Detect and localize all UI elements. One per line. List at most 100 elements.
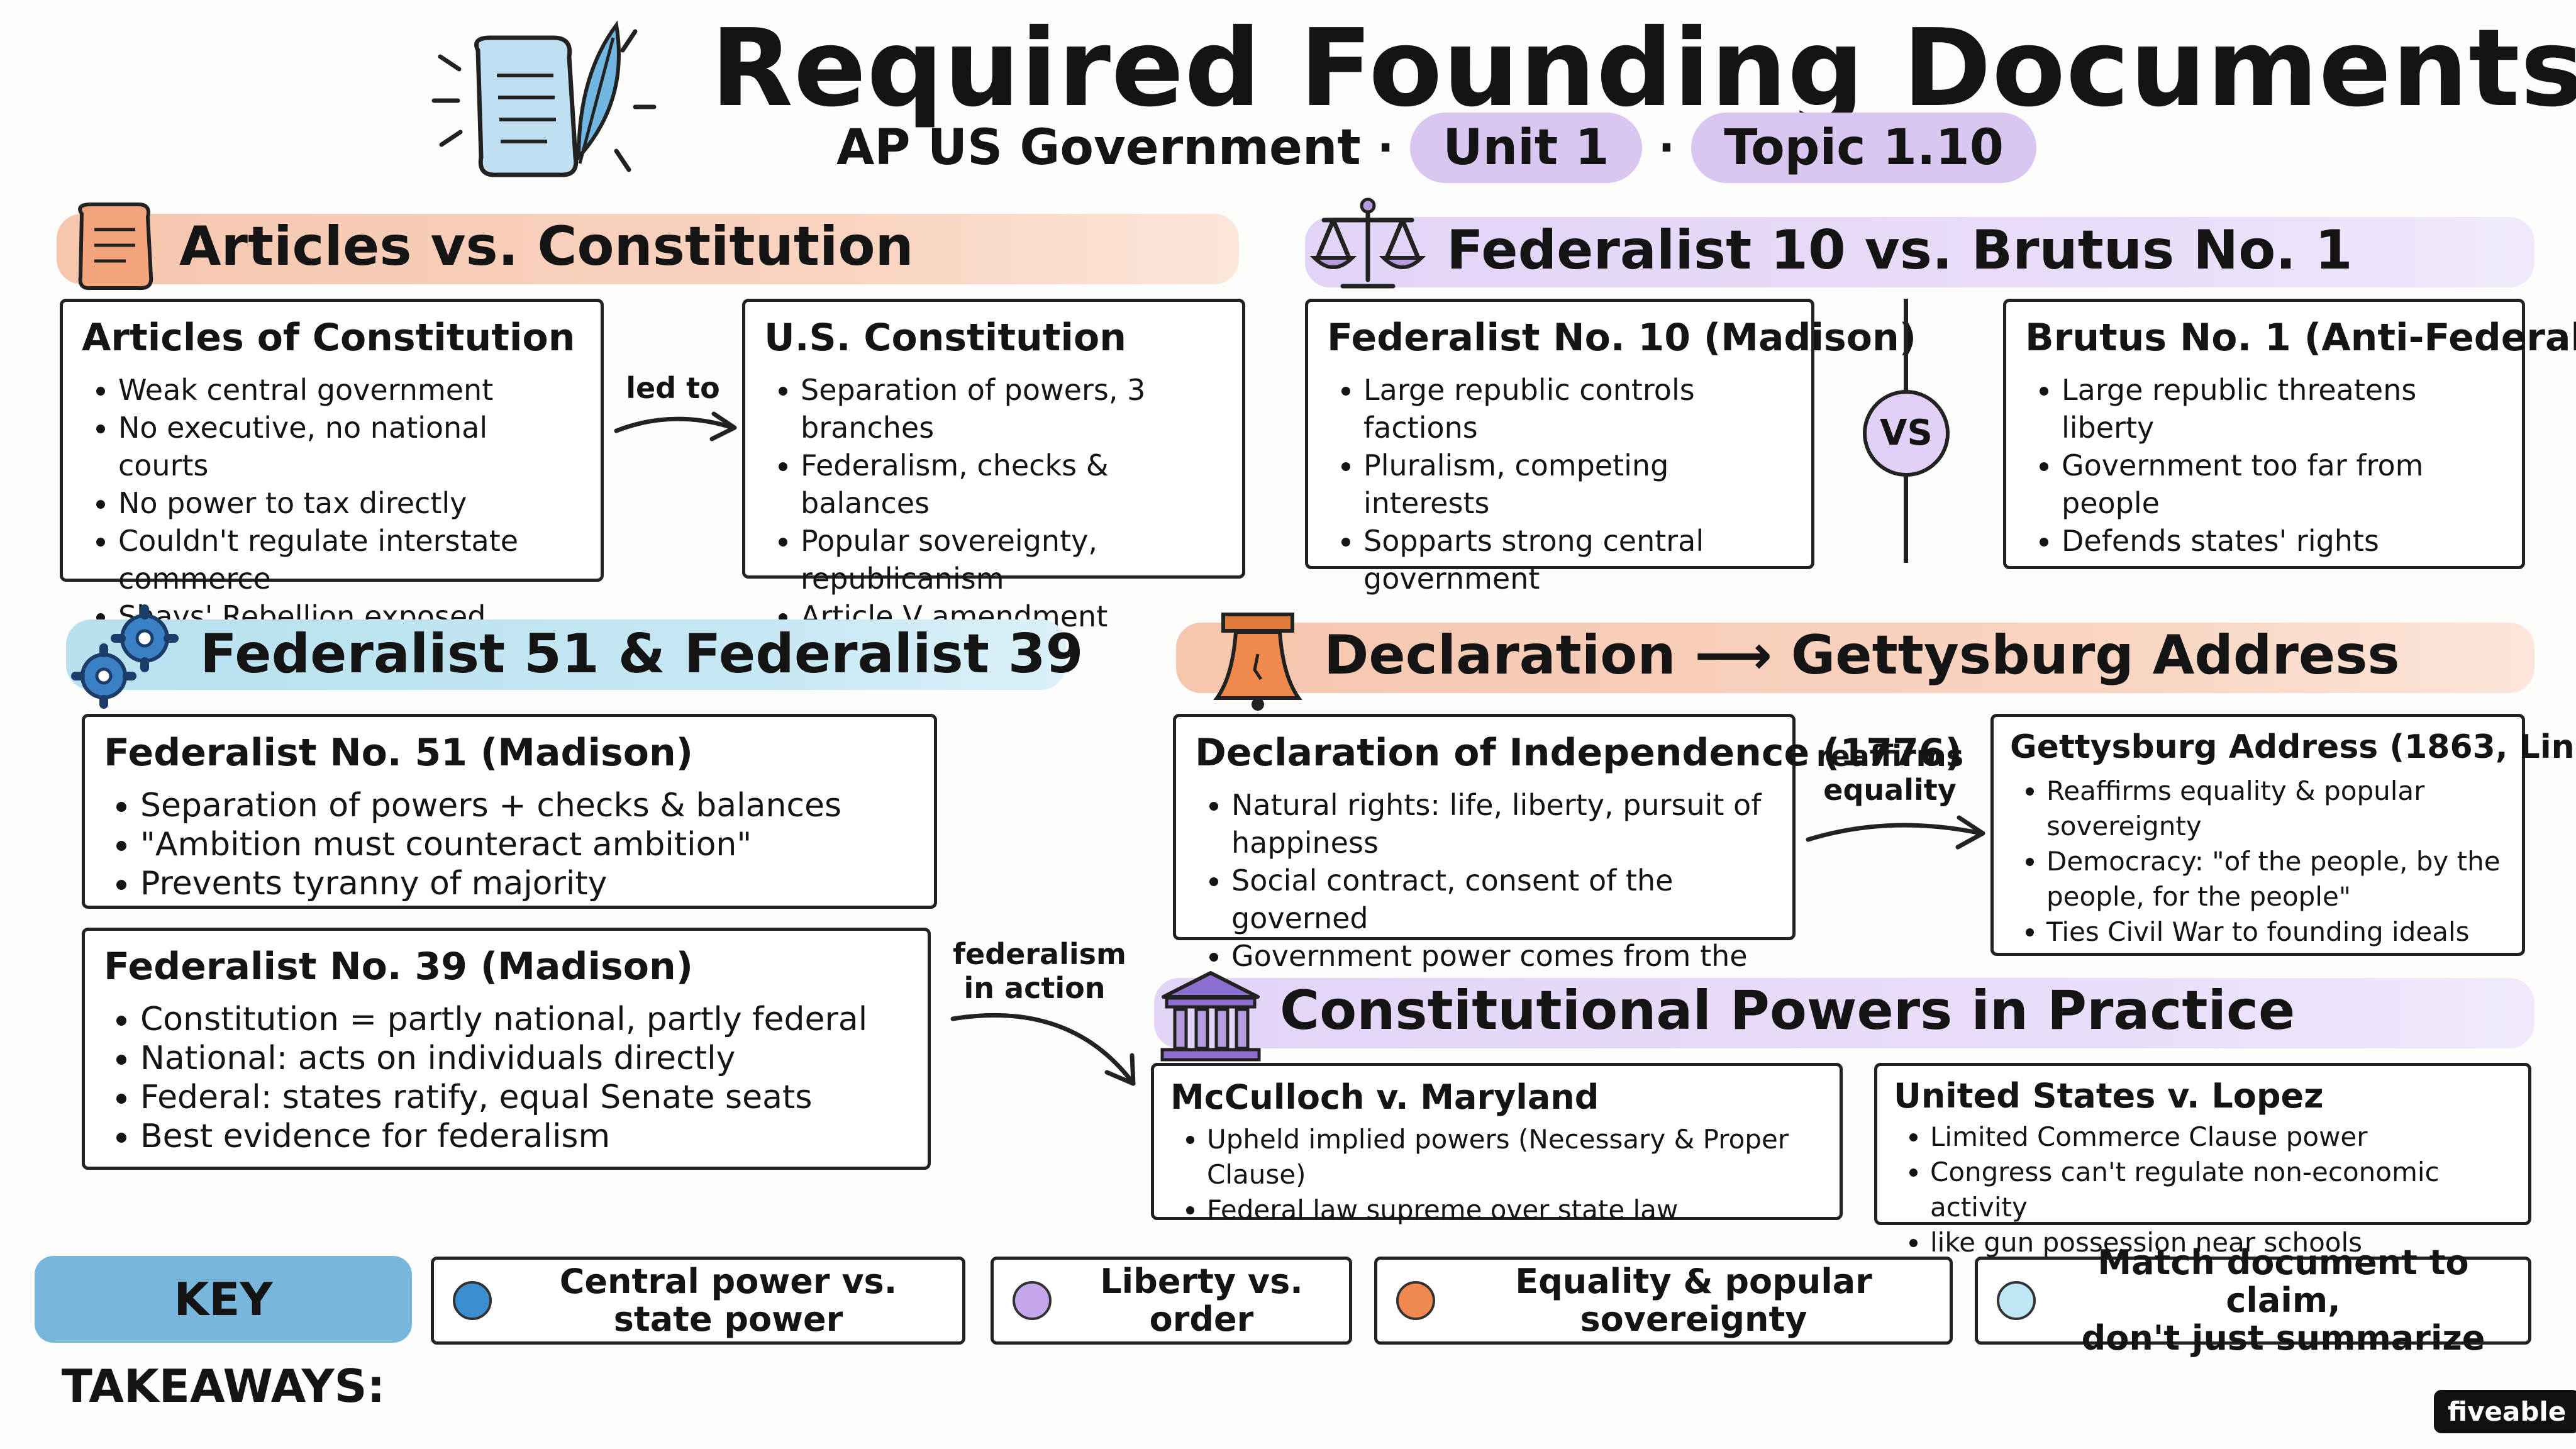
unit-badge: Unit 1: [1410, 113, 1642, 183]
list-item: Natural rights: life, liberty, pursuit o…: [1231, 786, 1774, 862]
lopez-title: United States v. Lopez: [1894, 1076, 2324, 1116]
gettysburg-list: Reaffirms equality & popular sovereignty…: [2010, 774, 2506, 950]
fed10-list: Large republic controls factions Plurali…: [1327, 371, 1792, 597]
list-item: Ties Civil War to founding ideals: [2046, 914, 2506, 950]
reaffirms-equality-label: reaffirms equality: [1805, 739, 1975, 807]
takeaway-text: Equality & popular sovereignty: [1515, 1262, 1872, 1339]
articles-title: Articles of Constitution: [82, 316, 575, 360]
section-title-articles: Articles vs. Constitution: [179, 215, 914, 278]
mcculloch-list: Upheld implied powers (Necessary & Prope…: [1170, 1122, 1823, 1228]
takeaway-match-document: Match document to claim, don't just summ…: [1975, 1244, 2531, 1357]
scroll-icon: [78, 203, 153, 291]
list-item: Federalism, checks & balances: [801, 447, 1223, 522]
orange-dot-icon: [1396, 1281, 1435, 1320]
section-band-fed10: [1305, 217, 2534, 287]
list-item: Weak central government: [118, 371, 582, 409]
federalism-in-action-label: federalism in action: [953, 937, 1126, 1005]
lopez-list: Limited Commerce Clause power Congress c…: [1894, 1119, 2512, 1260]
brutus-title: Brutus No. 1 (Anti-Federalist): [2025, 316, 2576, 360]
fed39-list: Constitution = partly national, partly f…: [104, 1000, 909, 1156]
gears-icon: [71, 604, 179, 709]
separator-dot: ·: [1658, 122, 1675, 174]
section-title-fed51: Federalist 51 & Federalist 39: [200, 623, 1084, 686]
federalism-label-line2: in action: [963, 971, 1106, 1005]
gettysburg-box: Gettysburg Address (1863, Lincoln) Reaff…: [1990, 714, 2576, 956]
declaration-list: Natural rights: life, liberty, pursuit o…: [1195, 786, 1774, 1013]
list-item: Upheld implied powers (Necessary & Prope…: [1207, 1122, 1823, 1192]
list-item: Federal: states ratify, equal Senate sea…: [140, 1078, 909, 1117]
list-item: Large republic threatens liberty: [2062, 371, 2503, 447]
list-item: like gun possession near schools: [1930, 1225, 2512, 1260]
fed10-box: Federalist No. 10 (Madison) Large republ…: [1305, 299, 1917, 596]
list-item: "Ambition must counteract ambition": [140, 825, 915, 864]
constitution-title: U.S. Constitution: [764, 316, 1126, 360]
declaration-title: Declaration of Independence (1776): [1195, 731, 1962, 775]
brutus-box: Brutus No. 1 (Anti-Federalist) Large rep…: [2003, 299, 2576, 569]
list-item: Social contract, consent of the governed: [1231, 862, 1774, 937]
page-title: Required Founding Documents: [711, 6, 2576, 131]
federalism-label-line1: federalism: [953, 937, 1126, 971]
purple-dot-icon: [1013, 1281, 1052, 1320]
section-band-powers: [1154, 978, 2534, 1048]
reaffirms-label-line2: equality: [1823, 773, 1957, 807]
takeaway-equality: Equality & popular sovereignty: [1374, 1257, 1953, 1345]
section-title-declaration: Declaration ⟶ Gettysburg Address: [1324, 624, 2400, 687]
arrow-curve-icon: [950, 1013, 1136, 1086]
list-item: Best evidence for federalism: [140, 1117, 909, 1156]
articles-box: Articles of Constitution Weak central go…: [60, 299, 604, 671]
led-to-label: led to: [626, 371, 720, 405]
list-item: No executive, no national courts: [118, 409, 582, 484]
constitution-box: U.S. Constitution Separation of powers, …: [742, 299, 1245, 671]
fed39-title: Federalist No. 39 (Madison): [104, 945, 694, 989]
list-item: Limited Commerce Clause power: [1930, 1119, 2512, 1155]
fed51-box: Federalist No. 51 (Madison) Separation o…: [82, 714, 937, 909]
scroll-quill-icon: [431, 20, 657, 177]
takeaway-liberty-order: Liberty vs. order: [991, 1257, 1352, 1345]
takeaway-line2: don't just summarize: [2081, 1318, 2485, 1358]
takeaway-text: Liberty vs. order: [1100, 1262, 1303, 1339]
fed10-title: Federalist No. 10 (Madison): [1327, 316, 1917, 360]
list-item: Couldn't regulate interstate commerce: [118, 522, 582, 597]
list-item: National: acts on individuals directly: [140, 1039, 909, 1078]
list-item: Congress can't regulate non-economic act…: [1930, 1155, 2512, 1225]
course-name: AP US Government: [836, 119, 1361, 176]
list-item: Government too far from people: [2062, 447, 2503, 522]
list-item: Sopparts strong central government: [1363, 522, 1792, 597]
courthouse-icon: [1160, 971, 1261, 1062]
list-item: Constitution = partly national, partly f…: [140, 1000, 909, 1039]
list-item: Reaffirms equality & popular sovereignty: [2046, 774, 2506, 844]
key-takeaways-label: KEY TAKEAWAYS:: [35, 1256, 412, 1413]
list-item: Pluralism, competing interests: [1363, 447, 1792, 522]
reaffirms-label-line1: reaffirms: [1816, 739, 1964, 773]
arrow-right-icon: [1806, 815, 1985, 850]
list-item: Defends states' rights: [2062, 522, 2503, 560]
brutus-list: Large republic threatens liberty Governm…: [2025, 371, 2503, 560]
light-blue-dot-icon: [1997, 1281, 2036, 1320]
topic-badge: Topic 1.10: [1691, 113, 2037, 183]
takeaway-text: Match document to claim, don't just summ…: [2057, 1244, 2509, 1357]
list-item: Democracy: "of the people, by the people…: [2046, 844, 2506, 914]
list-item: Prevents tyranny of majority: [140, 864, 915, 903]
declaration-box: Declaration of Independence (1776) Natur…: [1173, 714, 1962, 1011]
subtitle-row: AP US Government · Unit 1 · Topic 1.10: [836, 113, 2037, 183]
blue-dot-icon: [453, 1281, 492, 1320]
mcculloch-title: McCulloch v. Maryland: [1170, 1077, 1599, 1117]
arrow-right-icon: [614, 411, 737, 441]
list-item: Separation of powers + checks & balances: [140, 786, 915, 825]
liberty-bell-icon: [1213, 613, 1302, 711]
section-band-fed51: [66, 619, 1066, 690]
list-item: Federal law supreme over state law: [1207, 1192, 1823, 1228]
section-title-fed10: Federalist 10 vs. Brutus No. 1: [1446, 219, 2353, 282]
vs-badge: VS: [1863, 390, 1950, 477]
scales-icon: [1309, 197, 1426, 289]
list-item: Large republic controls factions: [1363, 371, 1792, 447]
fed51-title: Federalist No. 51 (Madison): [104, 731, 694, 775]
takeaway-text: Central power vs. state power: [559, 1262, 897, 1339]
list-item: Popular sovereignty, republicanism: [801, 522, 1223, 597]
section-title-powers: Constitutional Powers in Practice: [1280, 979, 2296, 1042]
section-band-articles: [57, 214, 1239, 284]
fiveable-logo: fiveable: [2434, 1390, 2576, 1433]
separator-dot: ·: [1377, 122, 1394, 174]
takeaway-central-power: Central power vs. state power: [431, 1257, 965, 1345]
takeaway-line1: Match document to claim,: [2097, 1243, 2469, 1320]
